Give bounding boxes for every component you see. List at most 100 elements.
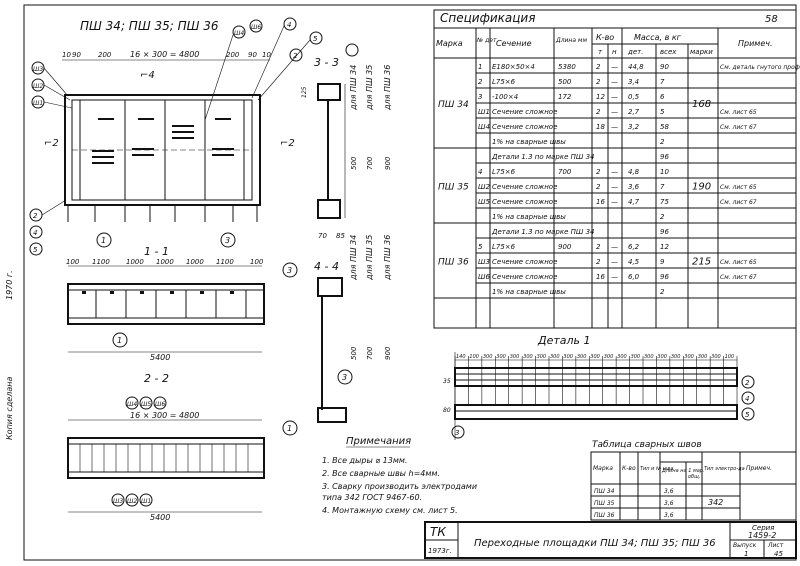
spec-group-total: 215 bbox=[692, 257, 711, 268]
svg-text:⌐4: ⌐4 bbox=[140, 70, 155, 81]
detail-dim-label: 300 bbox=[537, 354, 547, 360]
detail-dim-label: 300 bbox=[550, 354, 560, 360]
spec-row-qty-n: — bbox=[611, 198, 618, 206]
spec-row-no: 3 bbox=[478, 93, 482, 101]
detail-dim-label: 300 bbox=[657, 354, 667, 360]
detail-dim-label: 140 bbox=[456, 354, 466, 360]
s1-dim-5: 1100 bbox=[216, 258, 234, 266]
hdr-mass: Масса, в кг bbox=[634, 33, 682, 42]
spec-row-note: См. лист 65 bbox=[720, 184, 757, 191]
dim-small-0: 10 bbox=[62, 51, 71, 59]
detail-side-80: 80 bbox=[443, 407, 451, 414]
dim-small-2: 200 bbox=[98, 51, 112, 59]
s2-total: 5400 bbox=[150, 513, 170, 522]
tb-series-label: Серия bbox=[752, 524, 774, 532]
notes-title: Примечания bbox=[346, 436, 411, 447]
spec-row-no: 5 bbox=[478, 243, 483, 251]
spec-table: Спецификация 58 Марка № дет. Сечение Дли… bbox=[433, 9, 800, 329]
tb-series: 1459-2 bbox=[748, 531, 776, 540]
weld-row-len-2: 3,6 bbox=[664, 512, 674, 519]
spec-row-mass-all: 2 bbox=[660, 138, 665, 146]
s3-dim-85: 85 bbox=[336, 232, 345, 240]
spec-row-mass-all: 96 bbox=[660, 273, 669, 281]
detail-dim-label: 300 bbox=[698, 354, 708, 360]
spec-row-mass-all: 9 bbox=[660, 258, 665, 266]
spec-row-qty-t: 2 bbox=[596, 108, 601, 116]
weld-row-mark-2: ПШ 36 bbox=[594, 512, 615, 519]
spec-row-mass-all: 90 bbox=[660, 63, 669, 71]
weld-table: Таблица сварных швов Марка К-во Тип и № … bbox=[590, 440, 797, 521]
section-3-view: для ПШ 34 для ПШ 35 для ПШ 36 500 700 90… bbox=[301, 43, 392, 240]
section-2-title: 2 - 2 bbox=[144, 372, 169, 385]
detail-dim-label: 300 bbox=[590, 354, 600, 360]
spec-row-mass-all: 58 bbox=[660, 123, 669, 131]
detail-dim-label: 300 bbox=[496, 354, 506, 360]
callout-4-top: 4 bbox=[287, 21, 291, 29]
spec-row-section: Сечение сложное bbox=[492, 123, 557, 131]
note-3: 3. Сварку производить электродами bbox=[322, 482, 477, 491]
spec-row-no: 1 bbox=[478, 63, 482, 71]
detail-dim-label: 100 bbox=[725, 354, 735, 360]
tb-year: 1973г. bbox=[428, 547, 452, 555]
spec-row-mass-all: 96 bbox=[660, 153, 669, 161]
spec-row-qty-t: 2 bbox=[596, 78, 601, 86]
title-block: ТК 1973г. Переходные площадки ПШ 34; ПШ … bbox=[424, 521, 797, 559]
callout-sh6: Ш6 bbox=[251, 24, 261, 31]
s3-label-36: для ПШ 36 bbox=[383, 65, 392, 111]
spec-row-no: 4 bbox=[478, 168, 482, 176]
detail-dim-label: 300 bbox=[523, 354, 533, 360]
callout-sh1: Ш1 bbox=[33, 100, 43, 107]
spec-row-no: 2 bbox=[478, 78, 483, 86]
left-margin-year: 1970 г. bbox=[5, 270, 14, 300]
spec-row-no: Ш6 bbox=[478, 273, 490, 281]
spec-row-length: 900 bbox=[558, 243, 572, 251]
spec-row-note: См. лист 67 bbox=[720, 199, 757, 206]
spec-row-length: 172 bbox=[558, 93, 572, 101]
spec-row-qty-t: 2 bbox=[596, 258, 601, 266]
s2-dim-total: 16 × 300 = 4800 bbox=[130, 411, 199, 420]
spec-row-note: См. лист 67 bbox=[720, 124, 757, 131]
detail-dim-label: 100 bbox=[469, 354, 479, 360]
main-top-dims: 16 × 300 = 4800 10 90 200 200 90 10 bbox=[62, 50, 271, 61]
spec-row-mass-det: 3,4 bbox=[628, 78, 639, 86]
hdr-qty-t: т bbox=[598, 48, 603, 56]
callout-sh4-s2: Ш4 bbox=[127, 401, 137, 408]
callout-4: 4 bbox=[33, 229, 37, 237]
callout-sh2-s2: Ш2 bbox=[127, 498, 137, 505]
spec-row-section: L75×6 bbox=[492, 78, 516, 86]
callout-1-main: 1 bbox=[101, 236, 106, 245]
spec-row-section: Сечение сложное bbox=[492, 108, 557, 116]
callout-3-s4b: 3 bbox=[342, 373, 347, 382]
s3-dim-500: 500 bbox=[350, 156, 358, 170]
spec-row-qty-t: 2 bbox=[596, 243, 601, 251]
spec-row-section: Е180×50×4 bbox=[492, 63, 535, 71]
tb-issue-label: Выпуск bbox=[733, 542, 757, 549]
spec-row-section: Детали 1.3 по марке ПШ 34 bbox=[491, 153, 595, 161]
weld-hdr-note: Примеч. bbox=[746, 465, 772, 472]
spec-row-mass-det: 4,8 bbox=[628, 168, 640, 176]
s4-label-36: для ПШ 36 bbox=[383, 235, 392, 281]
detail-dim-label: 300 bbox=[711, 354, 721, 360]
callout-3-detail: 3 bbox=[455, 429, 459, 437]
s4-dim-500: 500 bbox=[350, 346, 358, 360]
detail-dim-label: 300 bbox=[684, 354, 694, 360]
spec-row-qty-n: — bbox=[611, 258, 618, 266]
dim-small-3: 200 bbox=[226, 51, 240, 59]
spec-group-mark: ПШ 35 bbox=[438, 183, 469, 193]
hdr-note: Примеч. bbox=[738, 39, 773, 48]
spec-row-mass-all: 10 bbox=[660, 168, 669, 176]
spec-row-mass-det: 6,2 bbox=[628, 243, 640, 251]
callout-1-s1: 1 bbox=[117, 336, 122, 345]
spec-row-note: См. деталь гнутого профиля bbox=[720, 64, 800, 71]
hdr-qty: К-во bbox=[596, 33, 614, 42]
weld-hdr-electrode: Тип электро-да bbox=[704, 466, 745, 472]
section-1-title: 1 - 1 bbox=[144, 245, 169, 258]
callout-sh1-s2: Ш1 bbox=[141, 498, 151, 505]
tb-sheet-label: Лист bbox=[767, 542, 784, 549]
spec-row-qty-t: 16 bbox=[596, 198, 605, 206]
spec-row-qty-n: — bbox=[611, 63, 618, 71]
spec-row-section: L75×6 bbox=[492, 168, 516, 176]
